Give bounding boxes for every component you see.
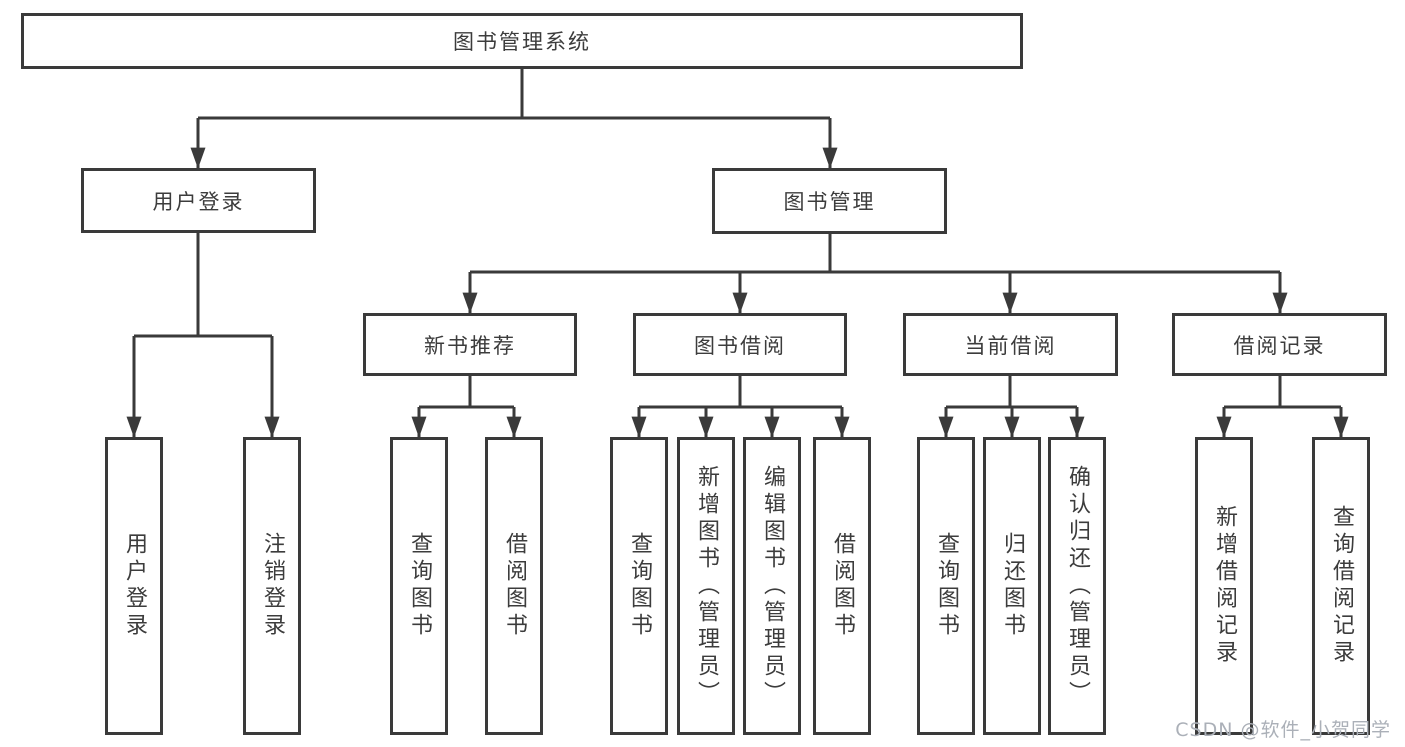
leaf-borrow-books-recommend: 借阅图书 bbox=[485, 437, 543, 735]
node-book-borrowing: 图书借阅 bbox=[633, 313, 847, 376]
leaf-borrow-books-recommend-label: 借阅图书 bbox=[502, 532, 527, 640]
node-new-book-recommendation-label: 新书推荐 bbox=[424, 333, 516, 358]
leaf-add-borrow-record-label: 新增借阅记录 bbox=[1212, 505, 1237, 667]
leaf-return-books-label: 归还图书 bbox=[1000, 532, 1025, 640]
node-new-book-recommendation: 新书推荐 bbox=[363, 313, 577, 376]
leaf-user-login: 用户登录 bbox=[105, 437, 163, 735]
node-book-management-label: 图书管理 bbox=[783, 190, 876, 214]
node-book-borrowing-label: 图书借阅 bbox=[694, 333, 786, 358]
leaf-add-borrow-record: 新增借阅记录 bbox=[1195, 437, 1253, 735]
leaf-edit-books-admin: 编辑图书（管理员） bbox=[743, 437, 801, 735]
leaf-confirm-return-admin: 确认归还（管理员） bbox=[1048, 437, 1106, 735]
leaf-add-books-admin: 新增图书（管理员） bbox=[677, 437, 735, 735]
node-book-management: 图书管理 bbox=[712, 168, 947, 234]
leaf-confirm-return-admin-label: 确认归还（管理员） bbox=[1065, 464, 1090, 708]
csdn-watermark: CSDN @软件_小贺同学 bbox=[1175, 719, 1391, 741]
leaf-add-books-admin-label: 新增图书（管理员） bbox=[694, 464, 719, 708]
leaf-borrow-books-label: 借阅图书 bbox=[830, 532, 855, 640]
leaf-logout: 注销登录 bbox=[243, 437, 301, 735]
leaf-borrow-books: 借阅图书 bbox=[813, 437, 871, 735]
node-root: 图书管理系统 bbox=[21, 13, 1023, 69]
node-current-borrowing-label: 当前借阅 bbox=[964, 333, 1057, 358]
node-user-login-label: 用户登录 bbox=[152, 189, 245, 214]
leaf-edit-books-admin-label: 编辑图书（管理员） bbox=[760, 464, 785, 708]
leaf-query-books-recommend: 查询图书 bbox=[390, 437, 448, 735]
node-borrowing-records: 借阅记录 bbox=[1172, 313, 1387, 376]
leaf-query-books-borrow: 查询图书 bbox=[610, 437, 668, 735]
leaf-logout-label: 注销登录 bbox=[260, 532, 285, 640]
node-current-borrowing: 当前借阅 bbox=[903, 313, 1118, 376]
connector-arrows bbox=[126, 118, 1349, 438]
node-user-login: 用户登录 bbox=[81, 168, 316, 233]
leaf-query-borrow-record: 查询借阅记录 bbox=[1312, 437, 1370, 735]
leaf-query-books-current: 查询图书 bbox=[917, 437, 975, 735]
leaf-return-books: 归还图书 bbox=[983, 437, 1041, 735]
leaf-query-books-recommend-label: 查询图书 bbox=[407, 532, 432, 640]
leaf-user-login-label: 用户登录 bbox=[122, 532, 147, 640]
node-borrowing-records-label: 借阅记录 bbox=[1233, 333, 1326, 358]
leaf-query-borrow-record-label: 查询借阅记录 bbox=[1329, 505, 1354, 667]
leaf-query-books-current-label: 查询图书 bbox=[934, 532, 959, 640]
node-root-label: 图书管理系统 bbox=[453, 30, 591, 54]
leaf-query-books-borrow-label: 查询图书 bbox=[627, 532, 652, 640]
connector-trunks bbox=[134, 69, 1341, 409]
